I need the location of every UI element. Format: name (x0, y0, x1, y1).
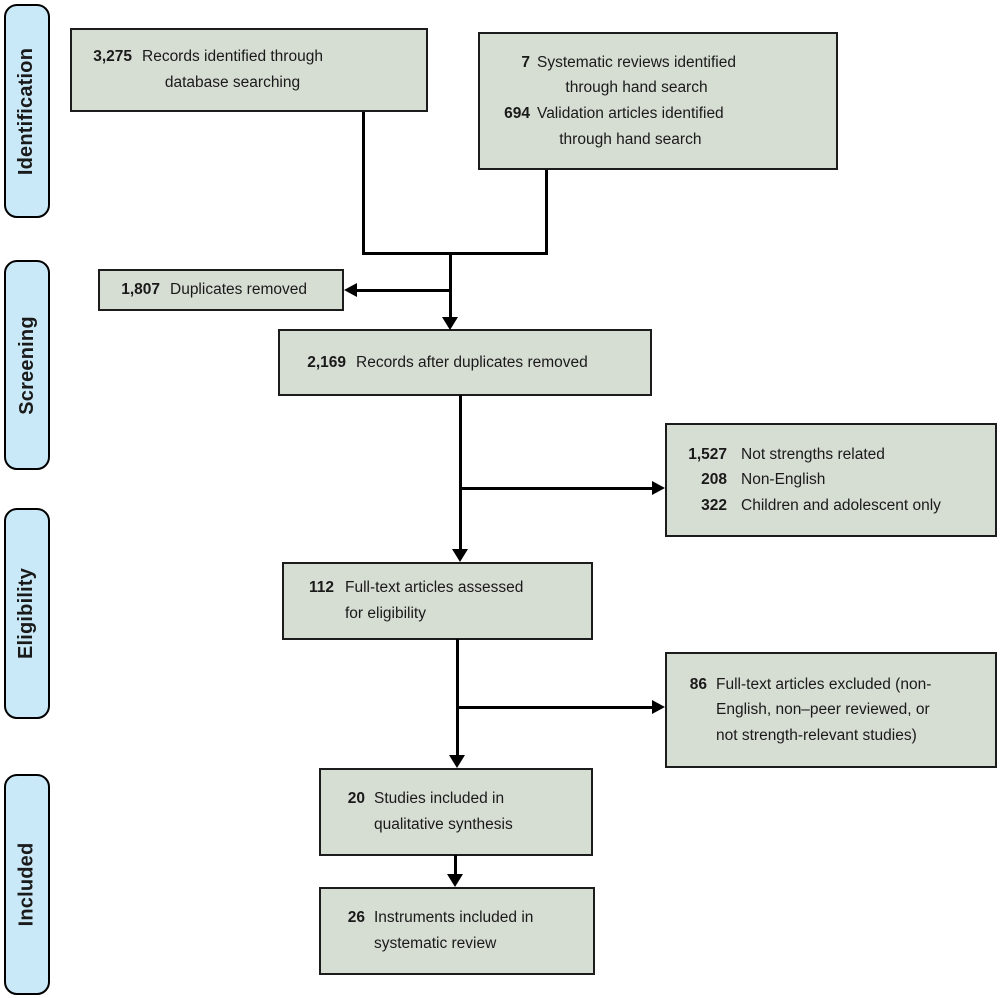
records-identified-count: 3,275 (93, 48, 132, 66)
box-records-after-duplicates-row: 2,169 Records after duplicates removed (300, 350, 642, 376)
arrowhead-qualitative-synthesis (449, 755, 465, 768)
arrowhead-screening-exclusions (652, 481, 665, 495)
hand-search-reviews-count: 7 (521, 53, 530, 71)
children-count: 322 (701, 496, 727, 514)
box-qualitative-synthesis: 20 Studies included in qualitative synth… (319, 768, 593, 856)
connector-to-fulltext-excluded (456, 706, 653, 709)
qualitative-synthesis-count: 20 (347, 790, 365, 808)
arrowhead-duplicates-removed (344, 283, 357, 297)
duplicates-removed-text: Duplicates removed (170, 281, 307, 299)
box-hand-search: 7 Systematic reviews identified through … (478, 32, 838, 170)
hand-search-validation-count: 694 (504, 105, 530, 122)
stage-eligibility-label: Eligibility (15, 567, 38, 660)
stage-screening-label: Screening (15, 315, 38, 415)
hand-search-reviews-text: Systematic reviews identified through ha… (537, 53, 736, 97)
systematic-review-text: Instruments included in systematic revie… (374, 909, 534, 952)
arrowhead-fulltext-assessed (452, 549, 468, 562)
stage-included: Included (4, 774, 50, 995)
box-fulltext-assessed-row: 112 Full-text articles assessed for elig… (304, 575, 583, 626)
box-systematic-review: 26 Instruments included in systematic re… (319, 887, 595, 975)
hand-search-validation-text: Validation articles identified through h… (537, 105, 724, 148)
qualitative-synthesis-text: Studies included in qualitative synthesi… (374, 790, 513, 833)
connector-to-records-after-duplicates (449, 252, 452, 318)
stage-identification: Identification (4, 4, 50, 218)
fulltext-excluded-text: Full-text articles excluded (non- Englis… (716, 675, 932, 744)
connector-db-search-down (362, 112, 365, 254)
systematic-review-count: 26 (347, 909, 365, 927)
box-fulltext-assessed: 112 Full-text articles assessed for elig… (282, 562, 593, 640)
stage-identification-label: Identification (15, 47, 38, 175)
connector-hand-search-down (545, 170, 548, 254)
arrowhead-fulltext-excluded (652, 700, 665, 714)
non-english-text: Non-English (741, 471, 826, 489)
fulltext-excluded-count: 86 (689, 675, 707, 693)
box-records-after-duplicates: 2,169 Records after duplicates removed (278, 329, 652, 396)
box-fulltext-excluded-row: 86 Full-text articles excluded (non- Eng… (681, 672, 987, 749)
not-strengths-count: 1,527 (688, 445, 727, 463)
box-screening-exclusions: 1,527 Not strengths related 208 Non-Engl… (665, 423, 997, 537)
hand-search-entry-validation: 694 Validation articles identified throu… (494, 101, 828, 152)
arrowhead-records-after-duplicates (442, 317, 458, 330)
connector-to-screening-exclusions (459, 487, 653, 490)
records-identified-text: Records identified through database sear… (142, 48, 323, 91)
arrowhead-systematic-review (447, 874, 463, 887)
exclusion-not-strengths: 1,527 Not strengths related (681, 442, 987, 468)
exclusion-children: 322 Children and adolescent only (681, 493, 987, 519)
box-qualitative-synthesis-row: 20 Studies included in qualitative synth… (339, 786, 583, 837)
stage-screening: Screening (4, 260, 50, 470)
exclusion-non-english: 208 Non-English (681, 467, 987, 493)
fulltext-assessed-count: 112 (308, 579, 334, 597)
duplicates-removed-count: 1,807 (121, 281, 160, 299)
fulltext-assessed-text: Full-text articles assessed for eligibil… (345, 579, 524, 622)
non-english-count: 208 (701, 471, 727, 489)
connector-to-fulltext-assessed (459, 395, 462, 551)
children-text: Children and adolescent only (741, 496, 941, 514)
stage-eligibility: Eligibility (4, 508, 50, 719)
stage-included-label: Included (15, 842, 38, 927)
connector-to-qualitative-synthesis (456, 639, 459, 757)
hand-search-entry-reviews: 7 Systematic reviews identified through … (494, 50, 828, 101)
connector-merge-horizontal (362, 252, 548, 255)
records-after-duplicates-text: Records after duplicates removed (356, 353, 588, 371)
box-fulltext-excluded: 86 Full-text articles excluded (non- Eng… (665, 652, 997, 768)
box-records-identified-row: 3,275 Records identified through databas… (86, 44, 418, 95)
box-duplicates-removed: 1,807 Duplicates removed (98, 269, 344, 311)
not-strengths-text: Not strengths related (741, 445, 885, 463)
box-records-identified: 3,275 Records identified through databas… (70, 28, 428, 112)
connector-to-systematic-review (454, 855, 457, 876)
box-duplicates-removed-row: 1,807 Duplicates removed (114, 277, 334, 303)
box-systematic-review-row: 26 Instruments included in systematic re… (339, 905, 585, 956)
connector-to-duplicates-removed (357, 289, 451, 292)
records-after-duplicates-count: 2,169 (307, 353, 346, 371)
